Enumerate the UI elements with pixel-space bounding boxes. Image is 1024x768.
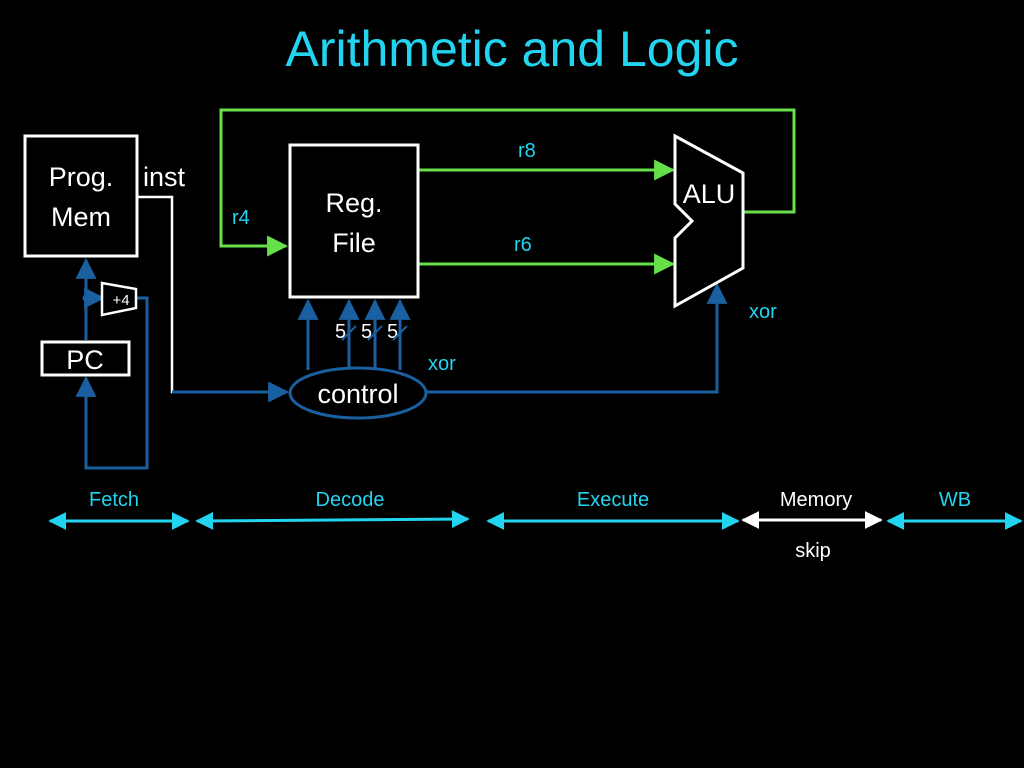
xor-alu-label: xor xyxy=(749,301,777,323)
stage-label-fetch: Fetch xyxy=(89,489,139,511)
reg-width-label-2: 5 xyxy=(361,321,372,343)
page-title: Arithmetic and Logic xyxy=(285,21,738,77)
adder-to-pc-wire xyxy=(75,296,149,470)
pc-branch-dot xyxy=(82,294,90,302)
r4-label: r4 xyxy=(232,207,250,229)
alu-feedback-wire xyxy=(219,108,796,257)
stage-label-execute: Execute xyxy=(577,489,649,511)
alu-label: ALU xyxy=(683,179,736,209)
stage-arrow-decode xyxy=(195,510,470,530)
inst-wire xyxy=(137,195,287,394)
adder-label: +4 xyxy=(112,292,129,309)
stage-label-memory: Memory xyxy=(780,489,852,511)
stage-note-skip: skip xyxy=(795,540,831,562)
reg-file-block xyxy=(288,143,420,299)
reg-file-label-line2: File xyxy=(332,228,376,258)
r8-label: r8 xyxy=(518,140,536,162)
control-to-alu-wire xyxy=(426,282,728,394)
bus-width-slash-1 xyxy=(341,325,357,341)
control-label: control xyxy=(317,379,398,409)
stage-label-wb: WB xyxy=(939,489,971,511)
alu-block xyxy=(673,133,745,309)
prog-mem-block xyxy=(23,134,139,258)
prog-mem-label-line1: Prog. xyxy=(49,162,114,192)
control-unit xyxy=(288,366,428,420)
r6-label: r6 xyxy=(514,234,532,256)
bus-width-slash-3 xyxy=(392,325,408,341)
inst-label: inst xyxy=(143,162,186,192)
stage-label-decode: Decode xyxy=(316,489,385,511)
reg-width-label-3: 5 xyxy=(387,321,398,343)
reg-file-label-line1: Reg. xyxy=(325,188,382,218)
prog-mem-label-line2: Mem xyxy=(51,202,111,232)
reg-width-label-1: 5 xyxy=(335,321,346,343)
xor-control-label: xor xyxy=(428,353,456,375)
pc-block xyxy=(40,340,131,377)
adder-block xyxy=(100,281,138,317)
pc-label: PC xyxy=(66,345,104,375)
bus-width-slash-2 xyxy=(367,325,383,341)
